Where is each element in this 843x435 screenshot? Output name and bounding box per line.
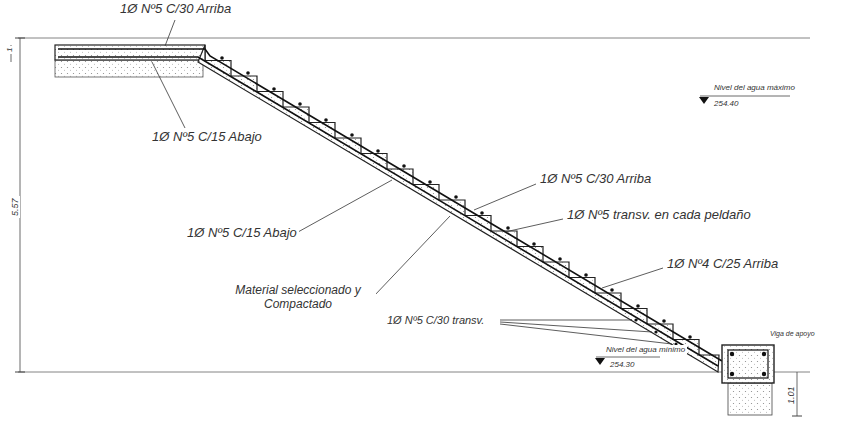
rebar-callout: 1Ø Nº5 C/30 Arriba [118,2,233,17]
rebar-callout: 1Ø Nº5 C/15 Abajo [150,130,264,145]
dimension-tick [792,416,802,417]
dimension-label: 1 [5,46,14,54]
level-marker [699,97,709,104]
rebar-callout: 1Ø Nº5 C/15 Abajo [185,226,299,241]
material-note: Material seleccionado y Compactado [220,284,376,312]
water-level-label: Nivel del agua máximo [712,83,797,92]
water-level-line [700,96,790,97]
dimension-label: 5.57 [10,196,20,218]
leader-lines [152,20,672,344]
dimension-tick [15,38,25,39]
elevation-label: 254.30 [608,360,636,369]
beam-bars [730,352,766,376]
dimension-label: 1.01 [786,384,796,406]
compacted-fill [55,60,203,77]
reference-line [18,38,810,39]
rebar-callout: 1Ø Nº4 C/25 Arriba [665,257,780,272]
footing [728,383,772,415]
beam-label: Viga de apoyo [768,330,817,338]
water-level-label: Nivel del agua mínimo [604,345,687,354]
water-level-line [596,357,660,358]
stirrup [728,350,768,378]
dimension-line [797,372,798,416]
top-rebar [58,49,722,361]
rebar-callout: 1Ø Nº5 transv. en cada peldaño [565,208,753,223]
reference-line [18,372,810,373]
transverse-bars [220,56,692,345]
dimension-tick [15,372,25,373]
support-beam [722,345,774,383]
elevation-label: 254.40 [712,99,740,108]
rebar-callout: 1Ø Nº5 C/30 transv. [385,314,486,327]
level-marker [595,358,605,365]
rebar-callout: 1Ø Nº5 C/30 Arriba [538,172,653,187]
